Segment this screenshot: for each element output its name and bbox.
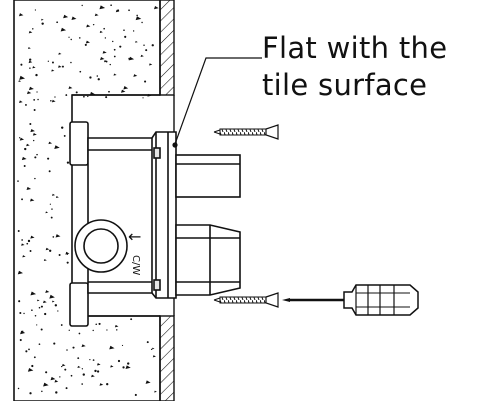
- tile-surface-callout: Flat with the tile surface: [262, 30, 472, 104]
- flow-arrow-label: ←: [128, 227, 141, 246]
- callout-leader: [172, 57, 262, 148]
- valve-markings: ← C/W: [128, 227, 141, 275]
- callout-line-1: Flat with the: [262, 31, 448, 65]
- cold-water-label: C/W: [130, 255, 141, 275]
- callout-line-2: tile surface: [262, 68, 428, 102]
- screw-icon: [213, 292, 279, 308]
- valve-body: [69, 121, 241, 327]
- screwdriver-icon: [282, 284, 419, 316]
- tile-layer: [72, 0, 175, 402]
- screw-icon: [213, 124, 279, 140]
- concrete-speckles: [17, 4, 159, 397]
